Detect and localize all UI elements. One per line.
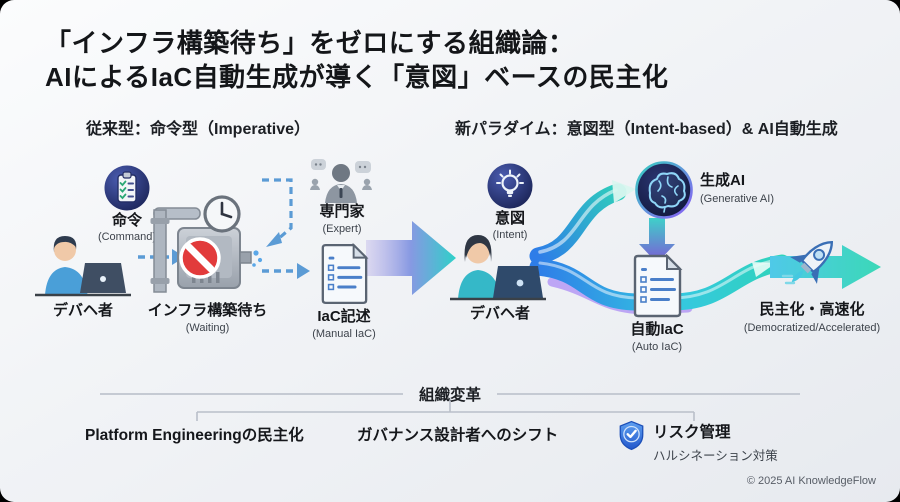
developer-right-label: デバヘ者 (469, 305, 530, 322)
title-line-2: AIによるIaC自動生成が導く「意図」ベースの民主化 (45, 62, 669, 93)
title-line-1: 「インフラ構築待ち」をゼロにする組織論： (45, 28, 575, 58)
generative-ai-brain-icon (635, 161, 693, 219)
org-transformation-header: 組織変革 (419, 387, 482, 404)
right-section-header: 新パラダイム：意図型（Intent-based）& AI自動生成 (455, 121, 838, 138)
org-transformation-divider: 組織変革 (100, 383, 801, 405)
developer-left-label: デバヘ者 (52, 302, 113, 319)
intent-label: 意図 (494, 210, 525, 227)
intent-lightbulb-icon (487, 163, 533, 209)
divider-line-right (497, 393, 801, 395)
intent-sublabel: (Intent) (492, 229, 528, 241)
shield-check-icon (619, 420, 644, 451)
flow-upper-arrowhead (612, 180, 636, 203)
expert-label: 専門家 (319, 203, 365, 220)
page-title: 「インフラ構築待ち」をゼロにする組織論： AIによるIaC自動生成が導く「意図」… (45, 26, 668, 95)
risk-management-sublabel: ハルシネーション対策 (653, 449, 778, 463)
manual-iac-label: IaC記述 (317, 308, 371, 325)
bottom-item-governance-shift: ガバナンス設計者へのシフト (357, 427, 559, 444)
copyright-text: © 2025 AI KnowledgeFlow (746, 475, 876, 487)
command-clipboard-icon (104, 165, 150, 211)
left-section-header: 従来型：命令型（Imperative） (86, 121, 311, 138)
flow-lower-arrowhead (752, 262, 776, 277)
auto-iac-document-icon (633, 254, 683, 318)
machine-to-iac-dashed-arrow (262, 263, 310, 279)
command-sublabel: (Command) (97, 231, 157, 243)
rocket-icon (781, 241, 833, 285)
waiting-sublabel: (Waiting) (185, 322, 230, 334)
bottom-item-risk-management: リスク管理 ハルシネーション対策 (618, 420, 778, 464)
generative-ai-label: 生成AI (700, 172, 746, 189)
waiting-label: インフラ構築待ち (147, 302, 268, 319)
command-label: 命令 (111, 212, 142, 229)
divider-line-left (100, 393, 403, 395)
outcome-sublabel: (Democratized/Accelerated) (743, 322, 881, 334)
developer-left-illustration (35, 236, 131, 297)
auto-iac-sublabel: (Auto IaC) (631, 341, 683, 353)
manual-iac-sublabel: (Manual IaC) (312, 328, 376, 340)
generative-ai-sublabel: (Generative AI) (700, 193, 774, 205)
developer-right-illustration (450, 235, 546, 301)
expert-icon (310, 159, 372, 203)
risk-management-label: リスク管理 (653, 424, 731, 441)
auto-iac-label: 自動IaC (630, 321, 684, 338)
expert-to-machine-dashed-arrow (262, 178, 293, 247)
bottom-item-platform-engineering: Platform Engineeringの民主化 (85, 427, 304, 444)
waiting-machine-icon (150, 195, 263, 293)
expert-sublabel: (Expert) (322, 223, 362, 235)
outcome-label: 民主化・高速化 (759, 301, 865, 318)
manual-iac-document-icon (321, 243, 369, 305)
